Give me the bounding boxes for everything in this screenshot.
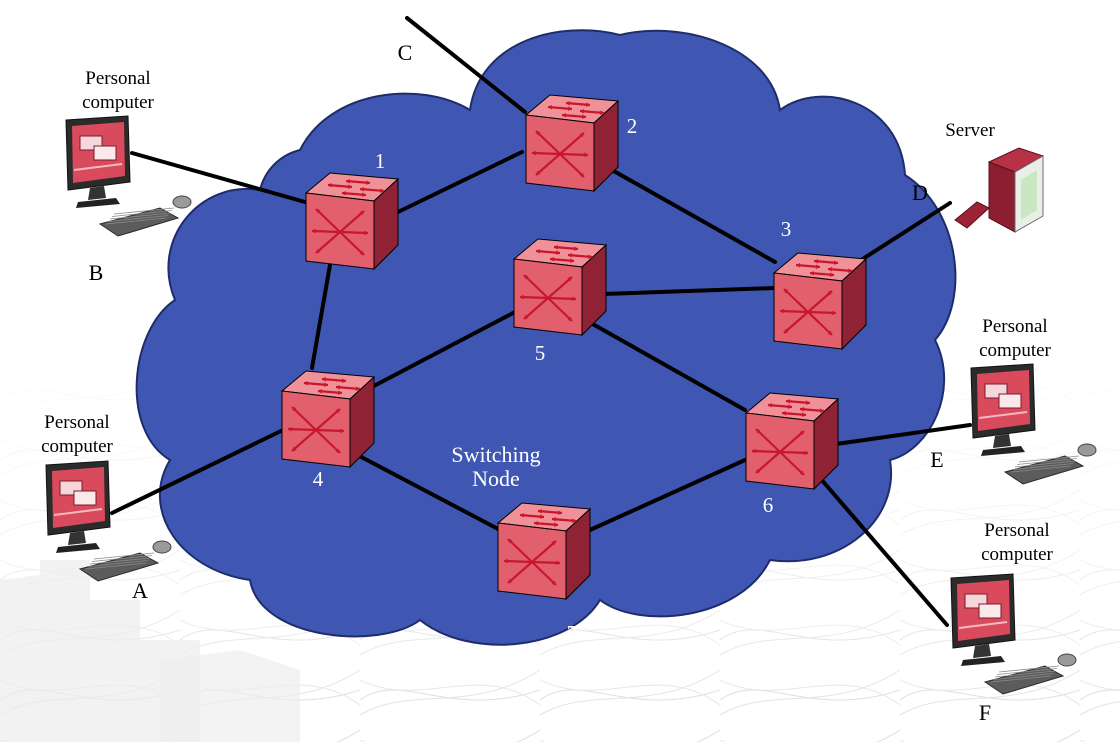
endpoint-A-personal-computer-icon [45,460,172,582]
switching-node-1-icon [304,172,400,271]
endpoint-D-label: D [912,180,928,205]
link-B-n1 [130,151,307,204]
endpoint-C-label: C [398,40,413,65]
switching-node-1-label: 1 [375,149,386,173]
endpoint-D-caption: Server [945,120,995,141]
endpoint-B-personal-computer-icon [65,115,192,237]
switching-node-7-icon [496,502,592,601]
switching-node-3-label: 3 [781,217,792,241]
link-n4-n7 [346,448,502,532]
switching-node-4-icon [280,370,376,469]
link-D-n3 [856,201,952,264]
link-n6-F [818,476,949,627]
link-n7-n6 [588,458,747,532]
switching-node-3-icon [772,252,868,351]
link-C-n2 [405,16,527,114]
link-n1-n4 [310,263,332,370]
switching-node-5-label: 5 [535,341,546,365]
endpoint-F-label: F [979,700,991,725]
switching-node-7-label: 7 [567,621,578,645]
endpoint-A-label: A [132,578,148,603]
link-n1-n2 [396,150,524,214]
endpoint-E-label: E [930,447,943,472]
link-n2-n3 [610,168,777,264]
endpoint-F-personal-computer-icon [950,573,1077,695]
switching-node-2-icon [524,94,620,193]
switching-node-4-label: 4 [313,467,324,491]
endpoint-B-label: B [89,260,104,285]
link-n6-E [834,423,972,446]
endpoint-E-personal-computer-icon [970,363,1097,485]
switches-layer: 1 2 3 4 5 6 7 [280,94,868,645]
link-n5-n3 [601,286,777,296]
link-n5-n6 [580,316,747,412]
switching-node-5-icon [512,238,608,337]
link-n4-n5 [368,310,517,390]
switching-node-6-label: 6 [763,493,774,517]
switching-node-6-icon [744,392,840,491]
link-A-n4 [110,428,285,515]
links-layer [110,16,972,627]
switching-node-2-label: 2 [627,114,638,138]
endpoint-D-server-icon [954,147,1045,233]
